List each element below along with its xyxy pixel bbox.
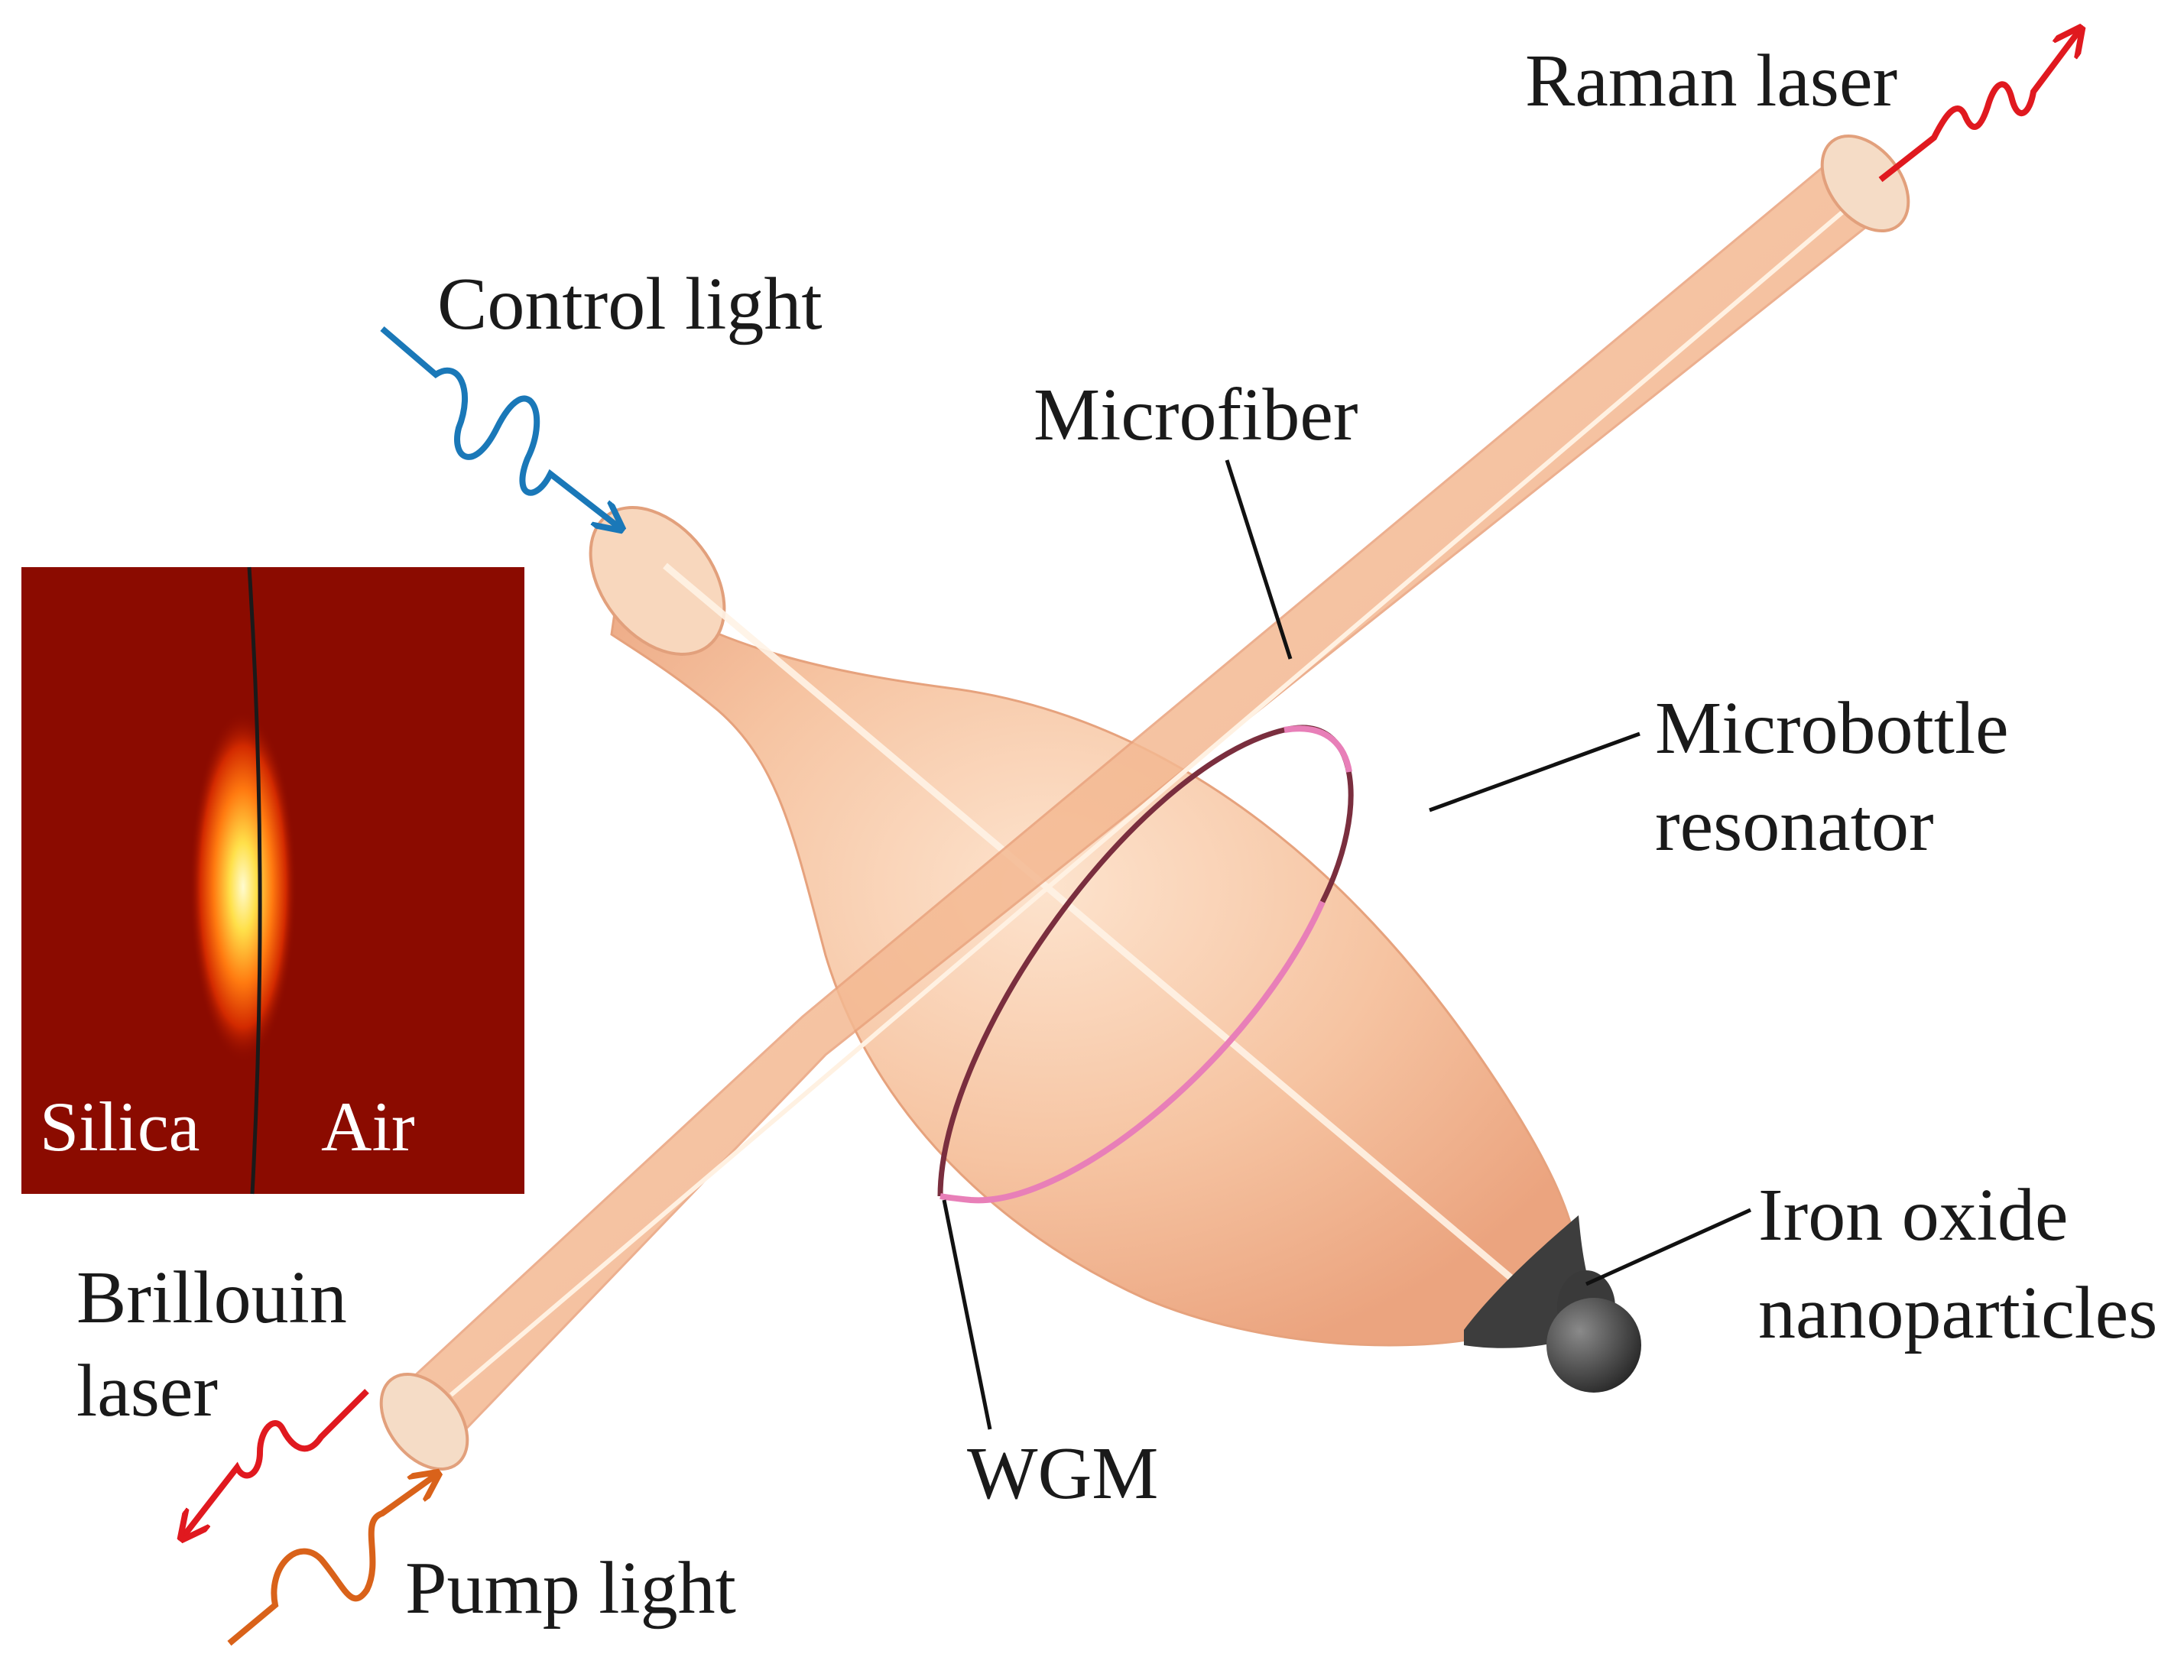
raman-wave-arrow — [1878, 31, 2079, 183]
label-resonator: resonator — [1655, 784, 1934, 867]
label-nanoparticles: nanoparticles — [1758, 1272, 2157, 1354]
resonator-core-axis — [663, 563, 1539, 1302]
microfiber-end-bottom — [379, 1372, 469, 1471]
iron-oxide-leader — [1585, 1208, 1752, 1286]
wgm-ring-front — [939, 900, 1326, 1204]
iron-oxide-nanoparticles — [1464, 1215, 1641, 1393]
wgm-ring — [937, 725, 1354, 1204]
label-iron-oxide: Iron oxide — [1758, 1174, 2069, 1257]
pump-wave-arrow — [227, 1475, 436, 1646]
wgm-leader — [942, 1199, 992, 1430]
wgm-ring-back — [937, 725, 1354, 1197]
inset-label-silica: Silica — [40, 1088, 200, 1166]
microfiber-end-top — [1820, 134, 1910, 233]
raman-laser-wave — [1878, 31, 2079, 183]
label-microbottle: Microbottle — [1655, 687, 2009, 770]
microbottle-leader — [1429, 731, 1640, 812]
microbottle-resonator — [589, 506, 1580, 1347]
tapered-microfiber — [379, 134, 1910, 1471]
label-pump-light: Pump light — [405, 1547, 736, 1630]
leader-lines — [942, 459, 1752, 1430]
label-brillouin-laser: laser — [76, 1350, 218, 1432]
pump-light-wave — [227, 1475, 436, 1646]
brillouin-wave-arrow — [183, 1389, 369, 1536]
label-microfiber: Microfiber — [1034, 374, 1358, 456]
mode-profile-inset: Silica Air — [21, 566, 524, 1195]
microfiber-core — [449, 200, 1855, 1397]
inset-label-air: Air — [321, 1088, 415, 1166]
label-control-light: Control light — [437, 263, 823, 345]
brillouin-laser-wave — [183, 1389, 369, 1536]
microfiber-leader — [1225, 459, 1293, 660]
control-light-wave — [380, 326, 619, 527]
label-raman-laser: Raman laser — [1525, 40, 1897, 122]
wgm-ring-top — [1283, 725, 1352, 773]
control-wave-arrow — [380, 326, 619, 527]
label-brillouin: Brillouin — [76, 1257, 347, 1339]
label-wgm: WGM — [967, 1432, 1158, 1515]
nanoparticle-ball — [1546, 1298, 1641, 1393]
mode-hotspot — [190, 711, 297, 1062]
resonator-body — [610, 579, 1580, 1347]
silica-air-boundary — [247, 566, 262, 1195]
